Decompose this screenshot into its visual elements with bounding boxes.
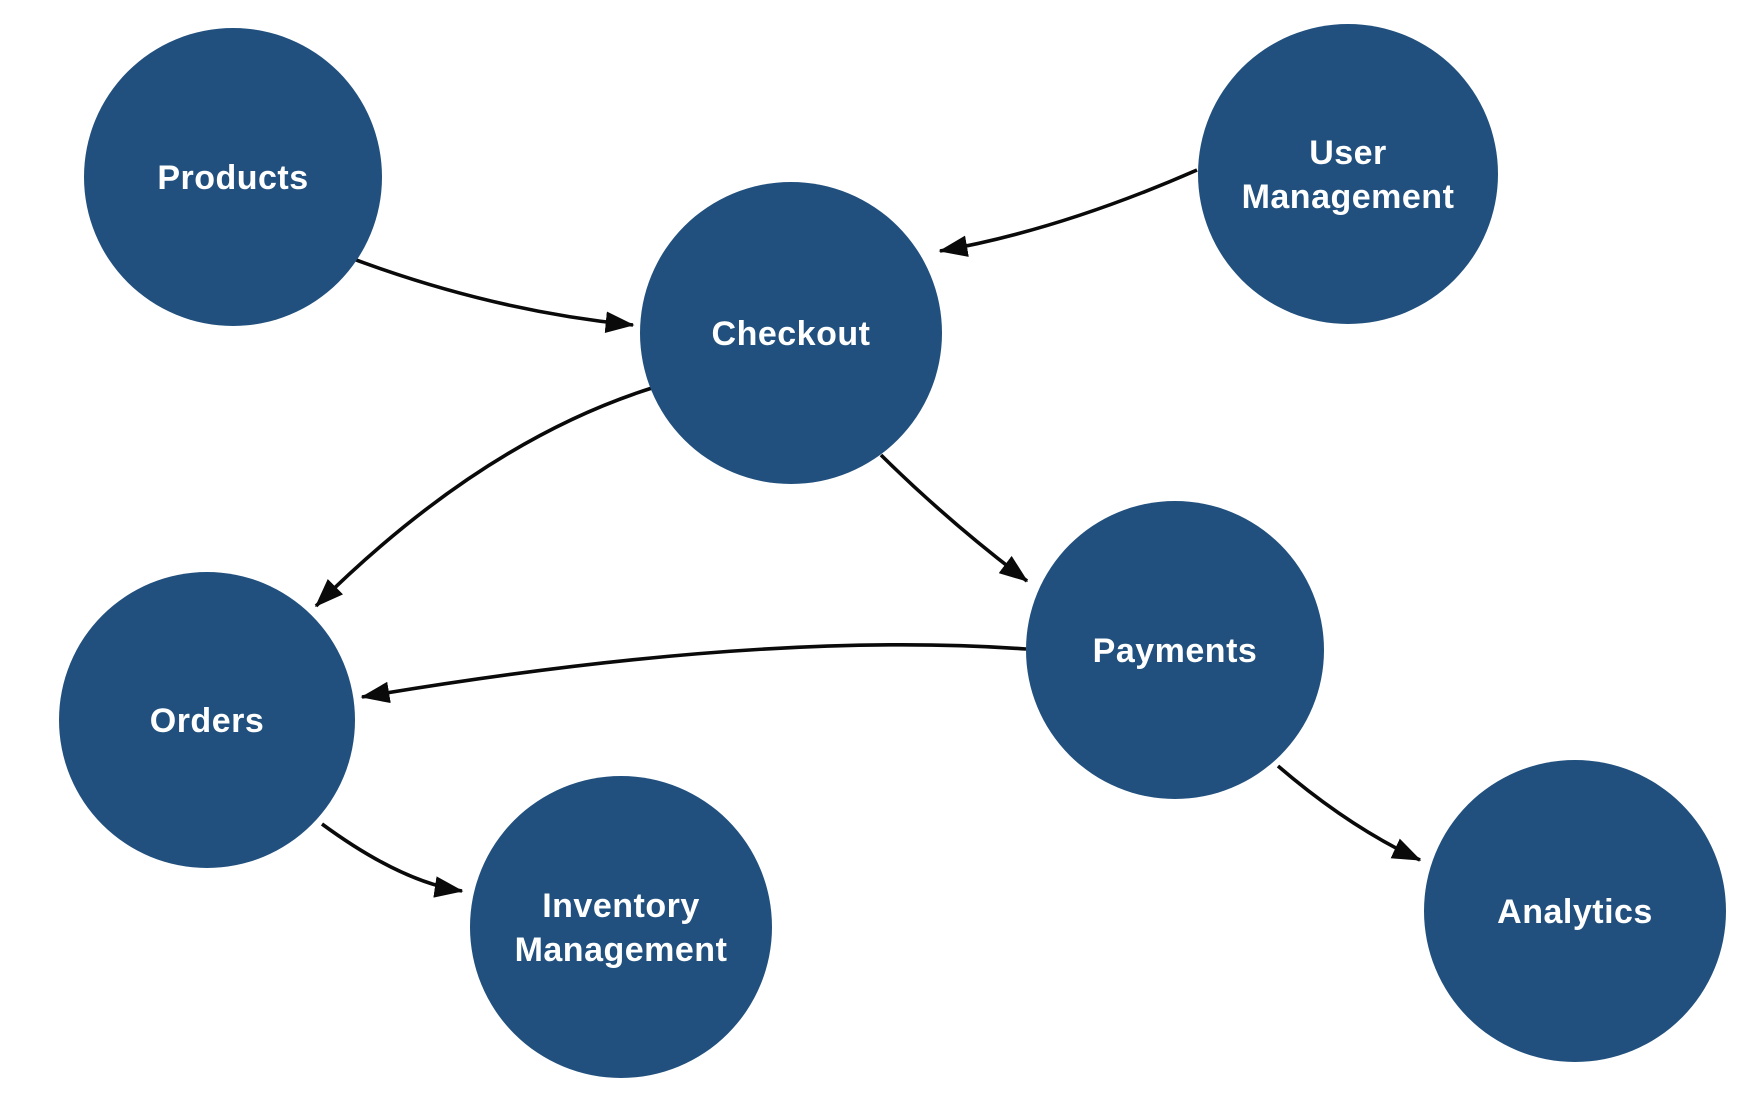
node-analytics[interactable]: Analytics [1424, 760, 1726, 1062]
analytics-label: Analytics [1497, 893, 1653, 931]
edge-products-to-checkout[interactable] [329, 248, 635, 334]
user-management-circle [1198, 24, 1498, 324]
edge-orders-to-inventory-management[interactable] [320, 822, 464, 898]
products-label: Products [157, 159, 308, 197]
edge-checkout-to-orders[interactable] [314, 386, 653, 608]
edge-payments-to-orders[interactable] [360, 643, 1027, 704]
edges-layer [314, 168, 1422, 898]
payments-label: Payments [1093, 632, 1258, 670]
edge-user-management-to-checkout[interactable] [938, 168, 1198, 257]
checkout-label: Checkout [712, 315, 871, 353]
edge-payments-to-analytics[interactable] [1276, 764, 1422, 862]
orders-circle [59, 572, 355, 868]
inventory-management-circle [470, 776, 772, 1078]
checkout-circle [640, 182, 942, 484]
payments-circle [1026, 501, 1324, 799]
edge-checkout-to-payments[interactable] [879, 453, 1029, 583]
products-circle [84, 28, 382, 326]
analytics-circle [1424, 760, 1726, 1062]
node-checkout[interactable]: Checkout [640, 182, 942, 484]
orders-label: Orders [150, 702, 265, 740]
node-payments[interactable]: Payments [1026, 501, 1324, 799]
node-products[interactable]: Products [84, 28, 382, 326]
node-orders[interactable]: Orders [59, 572, 355, 868]
